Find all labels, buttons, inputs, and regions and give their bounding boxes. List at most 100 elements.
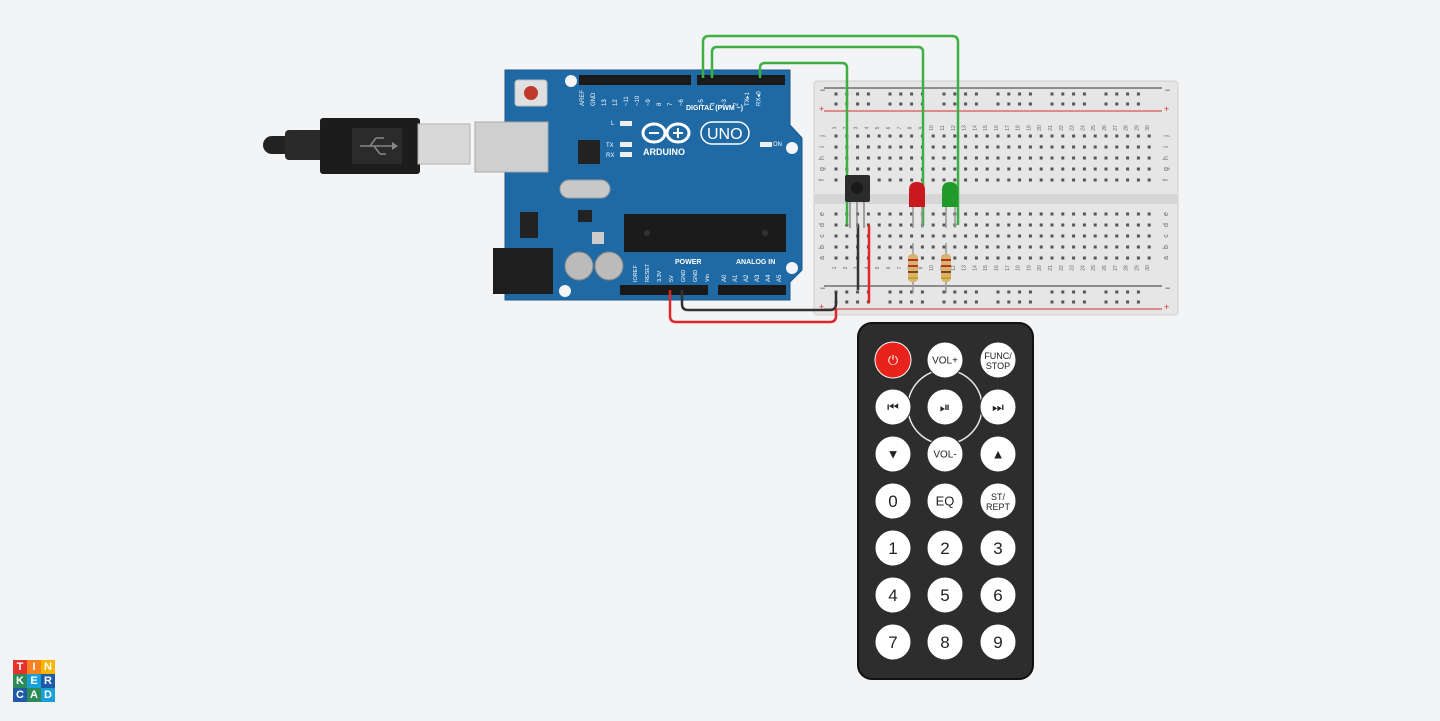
breadboard-hole[interactable]	[996, 102, 1000, 106]
breadboard-hole[interactable]	[899, 300, 903, 304]
breadboard-hole[interactable]	[1050, 212, 1054, 216]
breadboard-hole[interactable]	[834, 223, 838, 227]
breadboard-hole[interactable]	[899, 234, 903, 238]
breadboard-hole[interactable]	[1018, 256, 1022, 260]
breadboard-hole[interactable]	[942, 300, 946, 304]
breadboard-hole[interactable]	[1061, 156, 1065, 160]
breadboard-hole[interactable]	[996, 156, 1000, 160]
breadboard-hole[interactable]	[1104, 223, 1108, 227]
breadboard-hole[interactable]	[1115, 145, 1119, 149]
breadboard-hole[interactable]	[1136, 134, 1140, 138]
breadboard-hole[interactable]	[910, 245, 914, 249]
breadboard-hole[interactable]	[985, 256, 989, 260]
breadboard-hole[interactable]	[985, 178, 989, 182]
breadboard-hole[interactable]	[866, 145, 870, 149]
breadboard-hole[interactable]	[1072, 290, 1076, 294]
breadboard-hole[interactable]	[942, 134, 946, 138]
breadboard-hole[interactable]	[1115, 212, 1119, 216]
breadboard-hole[interactable]	[899, 212, 903, 216]
breadboard-hole[interactable]	[1007, 223, 1011, 227]
breadboard-hole[interactable]	[1104, 245, 1108, 249]
breadboard-hole[interactable]	[974, 145, 978, 149]
breadboard-hole[interactable]	[834, 102, 838, 106]
breadboard-hole[interactable]	[964, 167, 968, 171]
breadboard-hole[interactable]	[996, 245, 1000, 249]
breadboard-hole[interactable]	[1061, 212, 1065, 216]
breadboard-hole[interactable]	[899, 134, 903, 138]
breadboard-hole[interactable]	[834, 167, 838, 171]
breadboard-hole[interactable]	[1050, 256, 1054, 260]
breadboard-hole[interactable]	[1039, 256, 1043, 260]
breadboard-hole[interactable]	[1039, 212, 1043, 216]
breadboard-hole[interactable]	[1126, 92, 1130, 96]
breadboard-hole[interactable]	[856, 134, 860, 138]
breadboard-hole[interactable]	[1061, 300, 1065, 304]
breadboard-hole[interactable]	[1126, 167, 1130, 171]
breadboard-hole[interactable]	[1104, 156, 1108, 160]
breadboard-hole[interactable]	[888, 256, 892, 260]
breadboard-hole[interactable]	[942, 290, 946, 294]
breadboard-hole[interactable]	[888, 92, 892, 96]
breadboard-hole[interactable]	[1115, 300, 1119, 304]
breadboard-hole[interactable]	[1061, 234, 1065, 238]
breadboard-hole[interactable]	[1018, 234, 1022, 238]
remote-button-digit-2[interactable]: 2	[926, 529, 964, 567]
breadboard-hole[interactable]	[1028, 256, 1032, 260]
breadboard-hole[interactable]	[942, 145, 946, 149]
breadboard-hole[interactable]	[1082, 156, 1086, 160]
breadboard-hole[interactable]	[1028, 300, 1032, 304]
breadboard-hole[interactable]	[866, 167, 870, 171]
breadboard-hole[interactable]	[1018, 223, 1022, 227]
breadboard-hole[interactable]	[1136, 167, 1140, 171]
breadboard-hole[interactable]	[1018, 92, 1022, 96]
breadboard-hole[interactable]	[1072, 134, 1076, 138]
breadboard-hole[interactable]	[1093, 145, 1097, 149]
breadboard-hole[interactable]	[996, 167, 1000, 171]
breadboard-hole[interactable]	[834, 178, 838, 182]
breadboard-hole[interactable]	[899, 145, 903, 149]
breadboard-hole[interactable]	[910, 212, 914, 216]
breadboard-hole[interactable]	[942, 245, 946, 249]
breadboard-hole[interactable]	[985, 134, 989, 138]
breadboard-hole[interactable]	[1018, 212, 1022, 216]
breadboard-hole[interactable]	[1093, 178, 1097, 182]
breadboard-hole[interactable]	[1018, 134, 1022, 138]
breadboard-hole[interactable]	[899, 167, 903, 171]
breadboard-hole[interactable]	[1104, 290, 1108, 294]
breadboard-hole[interactable]	[834, 212, 838, 216]
breadboard-hole[interactable]	[1028, 167, 1032, 171]
breadboard-hole[interactable]	[964, 256, 968, 260]
breadboard-hole[interactable]	[1104, 134, 1108, 138]
breadboard-hole[interactable]	[953, 156, 957, 160]
breadboard-hole[interactable]	[856, 145, 860, 149]
breadboard-hole[interactable]	[1126, 223, 1130, 227]
breadboard-hole[interactable]	[856, 290, 860, 294]
breadboard-hole[interactable]	[877, 156, 881, 160]
wire-pin6-red-led[interactable]	[710, 45, 925, 225]
breadboard-hole[interactable]	[1082, 134, 1086, 138]
breadboard-hole[interactable]	[953, 256, 957, 260]
breadboard-hole[interactable]	[888, 145, 892, 149]
breadboard-hole[interactable]	[888, 102, 892, 106]
breadboard-hole[interactable]	[985, 234, 989, 238]
breadboard-hole[interactable]	[1126, 234, 1130, 238]
breadboard-hole[interactable]	[1039, 156, 1043, 160]
breadboard-hole[interactable]	[1061, 245, 1065, 249]
breadboard-hole[interactable]	[974, 167, 978, 171]
breadboard-hole[interactable]	[1104, 256, 1108, 260]
breadboard-hole[interactable]	[942, 212, 946, 216]
breadboard-hole[interactable]	[964, 178, 968, 182]
breadboard-hole[interactable]	[1136, 290, 1140, 294]
breadboard-hole[interactable]	[1039, 178, 1043, 182]
breadboard-hole[interactable]	[856, 92, 860, 96]
breadboard-hole[interactable]	[910, 167, 914, 171]
breadboard-hole[interactable]	[877, 223, 881, 227]
breadboard-hole[interactable]	[1093, 256, 1097, 260]
breadboard-hole[interactable]	[1115, 102, 1119, 106]
breadboard-hole[interactable]	[974, 178, 978, 182]
breadboard-hole[interactable]	[1061, 92, 1065, 96]
breadboard-hole[interactable]	[1018, 102, 1022, 106]
remote-button-st-rept[interactable]: ST/REPT	[979, 482, 1017, 520]
breadboard-hole[interactable]	[974, 234, 978, 238]
breadboard-hole[interactable]	[1082, 256, 1086, 260]
